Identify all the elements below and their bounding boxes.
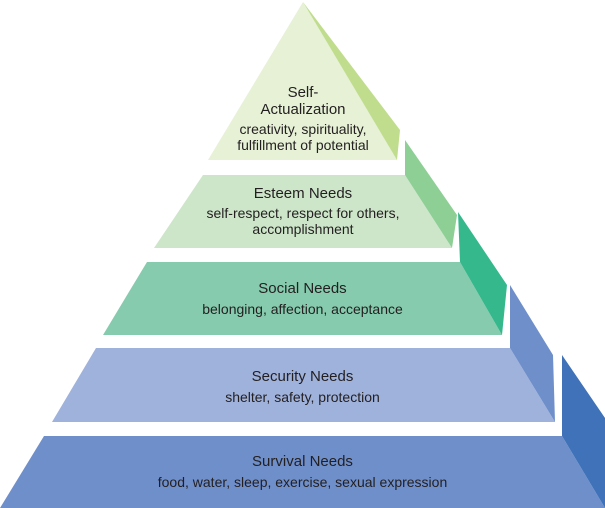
social-needs-description: belonging, affection, acceptance	[202, 301, 403, 318]
esteem-needs-title: Esteem Needs	[253, 185, 353, 202]
survival-needs-side	[562, 355, 605, 508]
self-actualization-description-line-1: creativity, spirituality,	[239, 120, 367, 137]
security-needs-label: Security Needs shelter, safety, protecti…	[60, 368, 545, 405]
esteem-needs-side	[405, 140, 457, 248]
social-needs-title: Social Needs	[258, 280, 347, 297]
self-actualization-front	[208, 2, 397, 160]
social-needs-label: Social Needs belonging, affection, accep…	[110, 280, 495, 317]
self-actualization-label: Self- Actualization creativity, spiritua…	[218, 84, 388, 153]
social-needs-side	[458, 212, 507, 335]
security-needs-title: Security Needs	[251, 368, 354, 385]
security-needs-description: shelter, safety, protection	[225, 389, 380, 406]
esteem-needs-front	[154, 175, 452, 248]
survival-needs-description: food, water, sleep, exercise, sexual exp…	[157, 474, 448, 491]
security-needs-front	[52, 348, 555, 422]
social-needs-front	[103, 262, 502, 335]
survival-needs-front	[0, 436, 605, 508]
esteem-needs-label: Esteem Needs self-respect, respect for o…	[158, 185, 448, 237]
self-actualization-title-line-1: Self-	[287, 84, 319, 101]
self-actualization-title-line-2: Actualization	[260, 101, 346, 119]
self-actualization-side	[303, 2, 400, 160]
security-needs-side	[510, 285, 555, 422]
esteem-needs-description-line-1: self-respect, respect for others,	[206, 205, 400, 222]
survival-needs-title: Survival Needs	[252, 453, 353, 470]
esteem-needs-description-line-2: accomplishment	[252, 221, 354, 238]
self-actualization-description-line-2: fulfillment of potential	[237, 136, 369, 153]
survival-needs-label: Survival Needs food, water, sleep, exerc…	[20, 453, 585, 490]
